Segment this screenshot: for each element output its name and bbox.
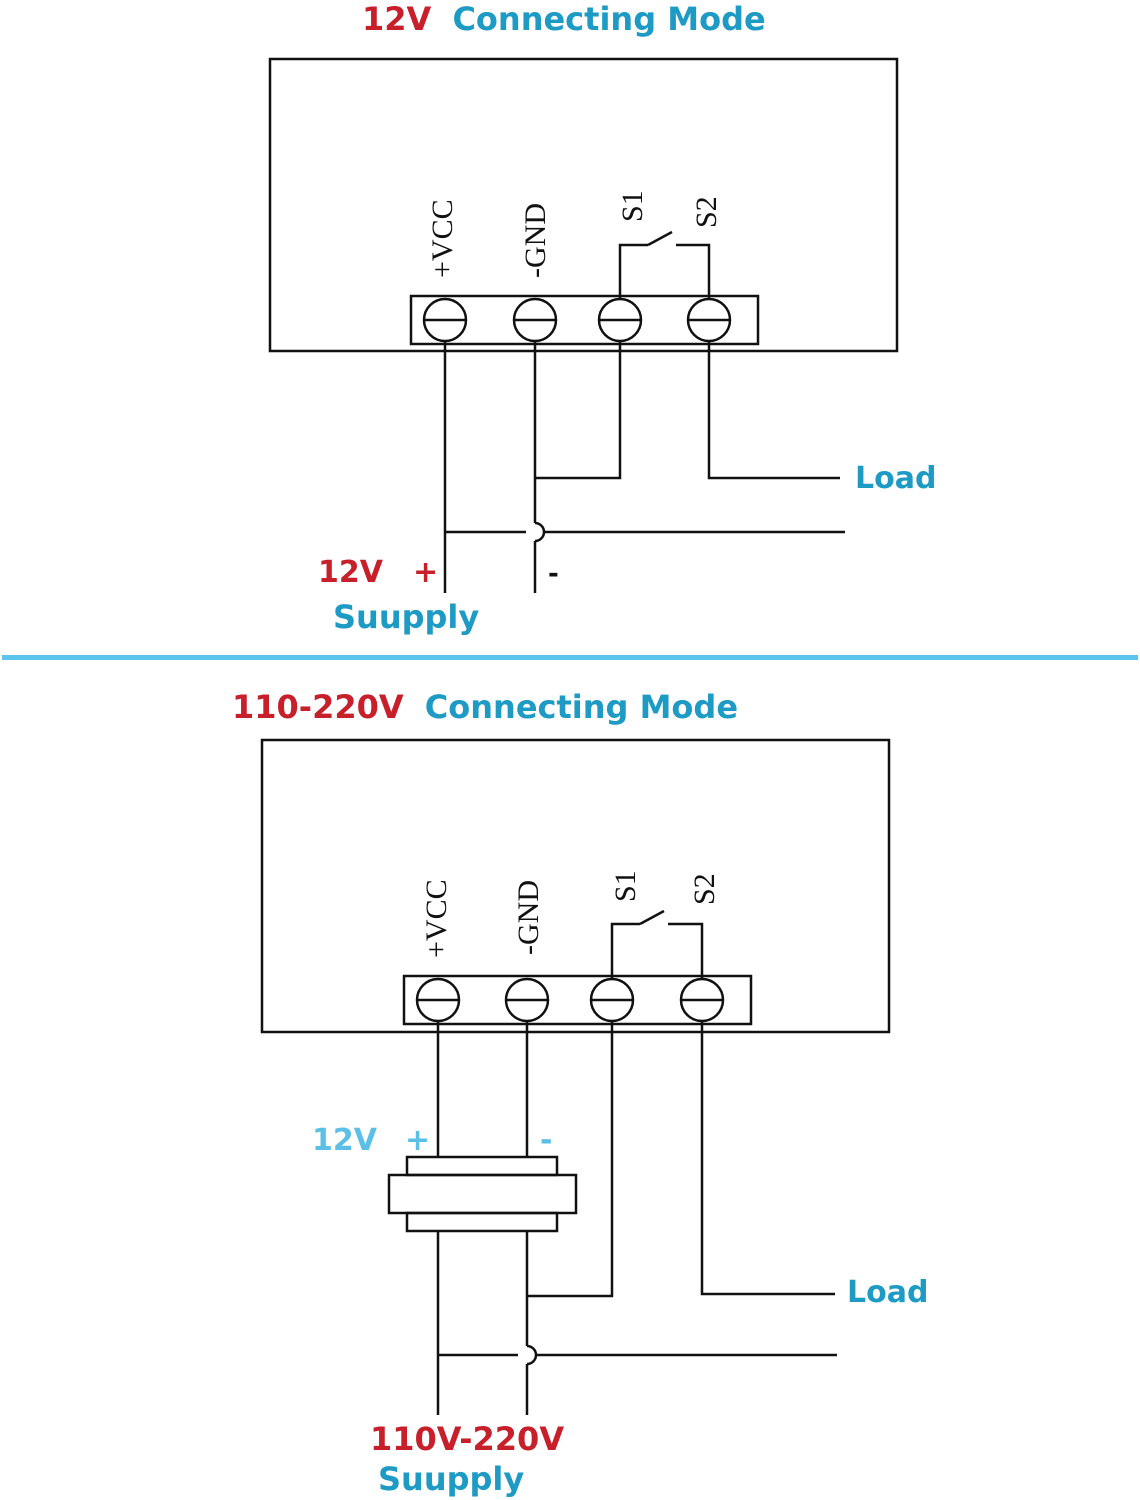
top-terminal-gnd-label: -GND xyxy=(519,203,552,278)
top-screw-s2 xyxy=(686,297,732,343)
power-adapter-module xyxy=(387,1155,578,1233)
top-title-voltage: 12V xyxy=(362,0,432,38)
top-controller-box xyxy=(268,57,899,353)
top-supply-label: Suupply xyxy=(333,598,479,636)
top-terminal-block xyxy=(409,294,760,346)
top-terminal-s1-label: S1 xyxy=(616,190,649,222)
top-terminal-s2-label: S2 xyxy=(690,196,723,228)
top-screw-gnd xyxy=(512,297,558,343)
bottom-controller-box xyxy=(260,738,891,1034)
adapter-plus-label: + xyxy=(405,1123,430,1158)
bottom-screw-s1 xyxy=(589,977,635,1023)
top-supply-minus: - xyxy=(548,559,559,589)
top-supply-voltage: 12V xyxy=(318,555,384,590)
top-title-text: Connecting Mode xyxy=(452,0,765,38)
bottom-supply-label: Suupply xyxy=(378,1460,524,1498)
bottom-diagram: 110-220V Connecting Mode +VCC -GND S1 S2 xyxy=(232,688,928,1498)
top-screw-s1 xyxy=(597,297,643,343)
bottom-terminal-s1-label: S1 xyxy=(609,870,642,902)
bottom-terminal-s2-label: S2 xyxy=(688,873,721,905)
bottom-relay-switch xyxy=(610,909,704,979)
bottom-screw-s2 xyxy=(679,977,725,1023)
bottom-wiring xyxy=(436,1021,837,1415)
bottom-title-voltage: 110-220V xyxy=(232,688,404,726)
bottom-load-label: Load xyxy=(847,1275,928,1310)
bottom-screw-gnd xyxy=(504,977,550,1023)
top-terminal-vcc-label: +VCC xyxy=(426,199,459,278)
adapter-minus-label: - xyxy=(540,1123,552,1158)
top-screw-vcc xyxy=(422,297,468,343)
bottom-title-text: Connecting Mode xyxy=(425,688,738,726)
bottom-terminal-vcc-label: +VCC xyxy=(420,879,453,958)
bottom-screw-vcc xyxy=(415,977,461,1023)
top-load-label: Load xyxy=(855,461,936,496)
svg-text:12V Connecting Mode: 12V Connecting Mode xyxy=(362,0,766,38)
bottom-supply-voltage: 110V-220V xyxy=(370,1420,564,1458)
adapter-voltage-label: 12V xyxy=(312,1123,378,1158)
top-supply-plus: + xyxy=(413,555,438,590)
svg-text:110-220V Connecting Mod: 110-220V Connecting Mode xyxy=(232,688,738,726)
top-diagram: 12V Connecting Mode +VCC -GND S1 S2 xyxy=(268,0,936,636)
bottom-terminal-block xyxy=(402,974,753,1026)
top-relay-switch xyxy=(618,230,711,299)
bottom-terminal-gnd-label: -GND xyxy=(512,880,545,955)
section-divider xyxy=(2,655,1138,660)
top-wiring xyxy=(443,341,845,593)
